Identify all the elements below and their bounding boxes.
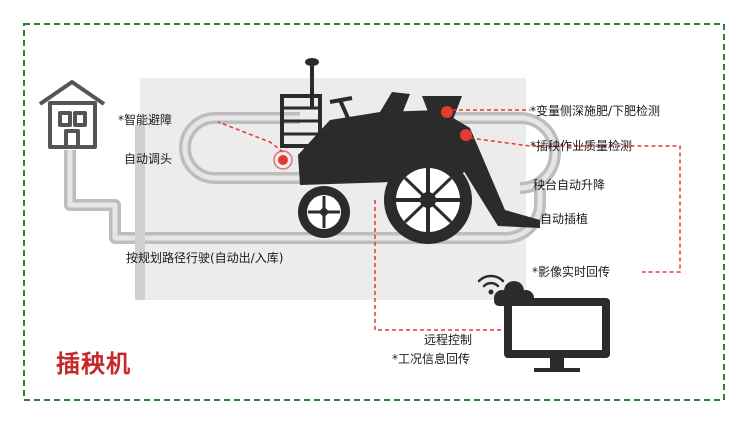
wifi-icon: [477, 274, 505, 295]
label-planting: 自动插植: [540, 212, 589, 226]
frame-border: [23, 23, 725, 401]
label-auto-turn: 自动调头: [124, 152, 173, 166]
label-path: 按规划路径行驶(自动出/入库): [126, 251, 284, 265]
label-info: *工况信息回传: [392, 352, 471, 366]
sensor-markers: [273, 106, 472, 170]
label-remote: 远程控制: [424, 333, 473, 347]
house-icon: [38, 80, 106, 149]
diagram-title: 插秧机: [56, 350, 131, 378]
monitor-icon: [504, 298, 610, 372]
label-smart-avoid: *智能避障: [118, 113, 173, 127]
label-quality: *插秧作业质量检测: [530, 139, 633, 153]
route-path: [64, 112, 561, 300]
label-lift: 秧台自动升降: [533, 178, 606, 192]
tractor-icon: [280, 58, 540, 244]
label-fertilizer: *变量侧深施肥/下肥检测: [530, 104, 661, 118]
leader-lines: [217, 109, 681, 331]
label-video: *影像实时回传: [532, 265, 611, 279]
